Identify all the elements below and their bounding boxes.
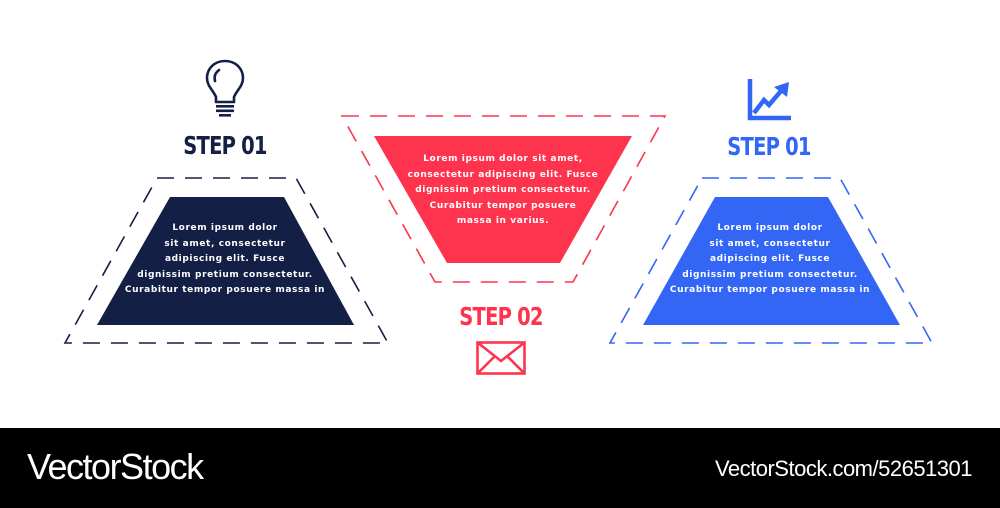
step2-line: consectetur adipiscing elit. Fusce — [407, 169, 599, 180]
step2-title: STEP 02 — [459, 302, 543, 331]
step2-line: massa in varius. — [456, 216, 550, 226]
step2-line: Curabitur tempor posuere — [429, 200, 577, 211]
step1-line: sit amet, consectetur — [164, 238, 286, 249]
step3-line: Lorem ipsum dolor — [717, 223, 823, 233]
envelope-icon — [476, 341, 526, 375]
step3-description: Lorem ipsum dolor sit amet, consectetur … — [657, 221, 883, 299]
lightbulb-icon — [205, 59, 245, 117]
step3-line: adipiscing elit. Fusce — [709, 254, 831, 264]
step1-line: adipiscing elit. Fusce — [164, 254, 286, 264]
step1-line: Lorem ipsum dolor — [172, 223, 278, 233]
step3-line: dignissim pretium consectetur. — [682, 269, 858, 280]
watermark-footer: VectorStock VectorStock.com/52651301 — [0, 428, 1000, 508]
stock-id-link[interactable]: VectorStock.com/52651301 — [714, 456, 973, 481]
step1-dashed-outline — [63, 177, 390, 344]
step1-trapezoid — [97, 197, 354, 325]
infographic: STEP 01 Lorem ipsum dolor sit amet, cons… — [63, 59, 934, 375]
step1-description: Lorem ipsum dolor sit amet, consectetur … — [112, 221, 338, 299]
step3-title: STEP 01 — [727, 132, 811, 161]
step1-title: STEP 01 — [183, 131, 267, 160]
brand-logo: VectorStock — [27, 446, 204, 487]
trapezoid-shapes — [63, 115, 934, 344]
step2-description: Lorem ipsum dolor sit amet, consectetur … — [390, 152, 616, 230]
step2-line: dignissim pretium consectetur. — [415, 185, 591, 195]
step3-trapezoid — [643, 197, 900, 325]
step1-line: dignissim pretium consectetur. — [137, 269, 313, 280]
step2-line: Lorem ipsum dolor sit amet, — [423, 154, 583, 164]
growth-chart-icon — [747, 79, 791, 121]
step3-line: Curabitur tempor posuere massa in — [669, 285, 871, 295]
step1-line: Curabitur tempor posuere massa in — [124, 285, 326, 295]
step3-dashed-outline — [608, 177, 934, 344]
step3-line: sit amet, consectetur — [709, 238, 831, 249]
step2-dashed-outline — [340, 115, 667, 283]
step2-trapezoid — [374, 136, 632, 263]
